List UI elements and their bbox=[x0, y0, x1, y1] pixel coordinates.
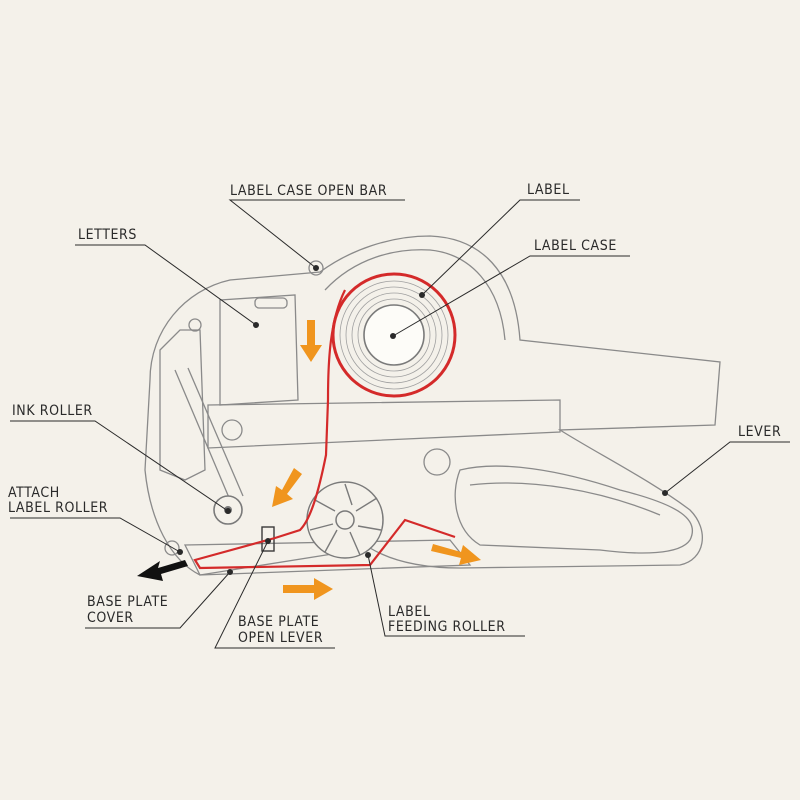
arrow-right-exit bbox=[431, 544, 481, 565]
letters-label: LETTERS bbox=[78, 227, 137, 243]
lever-label: LEVER bbox=[738, 424, 781, 440]
label-case-label: LABEL CASE bbox=[534, 238, 617, 254]
label-path bbox=[193, 289, 456, 570]
label-case-open-bar-label: LABEL CASE OPEN BAR bbox=[230, 183, 387, 199]
base-plate-open-lever-label-line2: OPEN LEVER bbox=[238, 630, 323, 646]
label-feeding-roller-label-line1: LABEL bbox=[388, 604, 431, 620]
base-plate-cover-label-line1: BASE PLATE bbox=[87, 594, 168, 610]
label-feeding-roller-label-line2: FEEDING ROLLER bbox=[388, 619, 506, 635]
arrow-down-left bbox=[272, 468, 302, 507]
base-plate-open-lever-label-line1: BASE PLATE bbox=[238, 614, 319, 630]
attach-label-roller-label-line1: ATTACH bbox=[8, 485, 60, 501]
label-feeding-roller bbox=[306, 481, 384, 559]
leader-lines bbox=[10, 199, 790, 649]
arrow-down-1 bbox=[300, 320, 322, 362]
direction-arrows bbox=[137, 320, 481, 600]
callout-labels: LABEL CASE OPEN BAR LABEL LABEL CASE LET… bbox=[8, 182, 781, 646]
attach-label-roller-label-line2: LABEL ROLLER bbox=[8, 500, 108, 516]
arrow-right-bottom bbox=[283, 578, 333, 600]
ink-roller-label: INK ROLLER bbox=[12, 403, 93, 419]
arrow-exit-left bbox=[137, 560, 188, 581]
base-plate-cover-label-line2: COVER bbox=[87, 610, 134, 626]
label-label: LABEL bbox=[527, 182, 570, 198]
